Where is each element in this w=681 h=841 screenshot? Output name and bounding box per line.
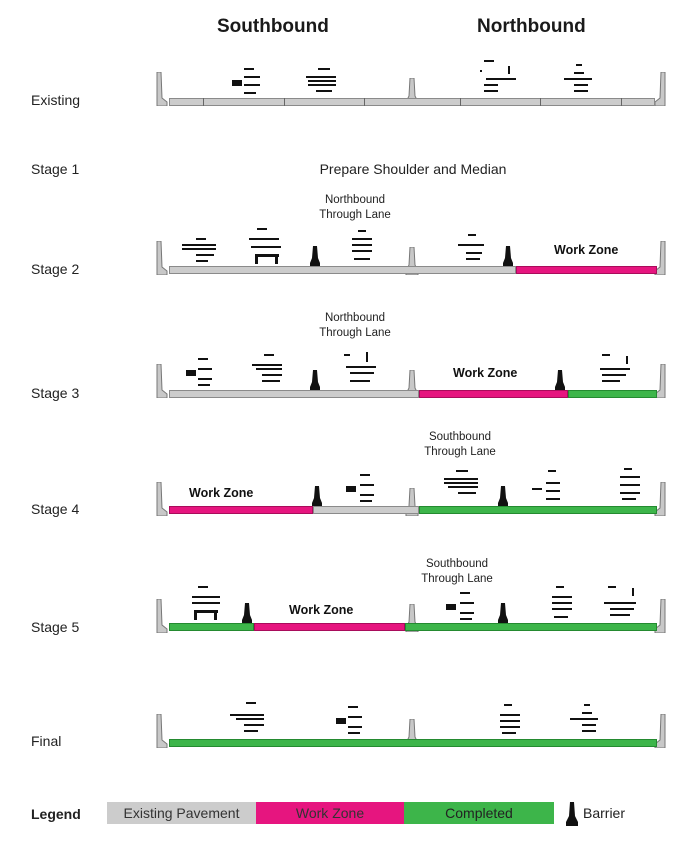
curb-icon [156, 364, 168, 398]
vehicle-icon [444, 470, 478, 494]
barrier-icon [498, 603, 508, 623]
barrier-icon [555, 370, 565, 390]
vehicle-icon [620, 468, 640, 500]
lane-divider [284, 98, 285, 106]
stage3-through-lane-note: Northbound Through Lane [300, 311, 410, 341]
work-zone-pavement [254, 623, 405, 631]
lane-divider [203, 98, 204, 106]
stage5-note-line1: Southbound [425, 558, 489, 570]
vehicle-icon [186, 358, 212, 386]
lane-divider [621, 98, 622, 106]
stage4-note-line1: Southbound [428, 431, 492, 443]
legend-completed: Completed [404, 802, 554, 824]
stage2-note-line1: Northbound [324, 194, 386, 206]
vehicle-icon [600, 354, 630, 382]
existing-pavement [169, 266, 516, 274]
work-zone-pavement [169, 506, 313, 514]
vehicle-icon [344, 352, 376, 382]
stage-label-stage5: Stage 5 [31, 619, 80, 635]
northbound-header: Northbound [477, 16, 586, 37]
vehicle-icon [182, 238, 216, 262]
vehicle-icon [352, 230, 372, 260]
legend-work-zone: Work Zone [256, 802, 404, 824]
barrier-icon [310, 246, 320, 266]
stage5-through-lane-note: Southbound Through Lane [402, 557, 512, 587]
lane-divider [364, 98, 365, 106]
curb-icon [156, 599, 168, 633]
vehicle-icon [604, 586, 636, 616]
curb-icon [156, 72, 168, 106]
legend-barrier-label: Barrier [583, 805, 626, 821]
work-zone-label: Work Zone [289, 603, 354, 617]
vehicle-icon [564, 64, 592, 92]
vehicle-icon [192, 586, 220, 620]
work-zone-pavement [516, 266, 657, 274]
work-zone-label: Work Zone [453, 366, 518, 380]
vehicle-icon [480, 60, 516, 92]
curb-icon [654, 72, 666, 106]
completed-pavement [419, 506, 657, 514]
barrier-icon [566, 802, 578, 826]
stage-label-final: Final [31, 733, 62, 749]
existing-pavement [169, 390, 419, 398]
legend-existing-pavement: Existing Pavement [107, 802, 256, 824]
curb-icon [156, 482, 168, 516]
stage5-note-line2: Through Lane [421, 573, 493, 585]
barrier-icon [312, 486, 322, 506]
stage-label-stage4: Stage 4 [31, 501, 80, 517]
vehicle-icon [346, 474, 374, 502]
southbound-header: Southbound [217, 16, 329, 37]
vehicle-icon [306, 68, 336, 92]
stage-label-existing: Existing [31, 92, 81, 108]
vehicle-icon [532, 470, 560, 500]
vehicle-icon [570, 704, 598, 732]
barrier-icon [498, 486, 508, 506]
vehicle-icon [252, 354, 282, 382]
vehicle-icon [458, 234, 484, 260]
completed-pavement [169, 623, 254, 631]
work-zone-pavement [419, 390, 568, 398]
barrier-icon [310, 370, 320, 390]
existing-pavement [169, 98, 655, 106]
work-zone-label: Work Zone [189, 486, 254, 500]
completed-pavement [169, 739, 657, 747]
vehicle-icon [230, 702, 264, 732]
stage-label-stage2: Stage 2 [31, 261, 80, 277]
vehicle-icon [500, 704, 520, 734]
completed-pavement [405, 623, 657, 631]
work-zone-label: Work Zone [554, 243, 619, 257]
curb-icon [156, 714, 168, 748]
stage-label-stage3: Stage 3 [31, 385, 80, 401]
vehicle-icon [232, 68, 260, 94]
stage2-through-lane-note: Northbound Through Lane [300, 193, 410, 223]
vehicle-icon [446, 592, 474, 620]
completed-pavement [568, 390, 657, 398]
vehicle-icon [336, 706, 362, 734]
stage3-note-line2: Through Lane [319, 327, 391, 339]
stage-label-stage1: Stage 1 [31, 161, 80, 177]
stage3-note-line1: Northbound [324, 312, 386, 324]
stage1-note: Prepare Shoulder and Median [319, 161, 507, 177]
lane-divider [460, 98, 461, 106]
stage4-through-lane-note: Southbound Through Lane [405, 430, 515, 460]
stage4-note-line2: Through Lane [424, 446, 496, 458]
existing-pavement [313, 506, 419, 514]
legend-title: Legend [31, 806, 81, 822]
vehicle-icon [249, 228, 281, 264]
stage2-note-line2: Through Lane [319, 209, 391, 221]
barrier-icon [242, 603, 252, 623]
barrier-icon [503, 246, 513, 266]
lane-divider [540, 98, 541, 106]
vehicle-icon [552, 586, 572, 618]
curb-icon [156, 241, 168, 275]
